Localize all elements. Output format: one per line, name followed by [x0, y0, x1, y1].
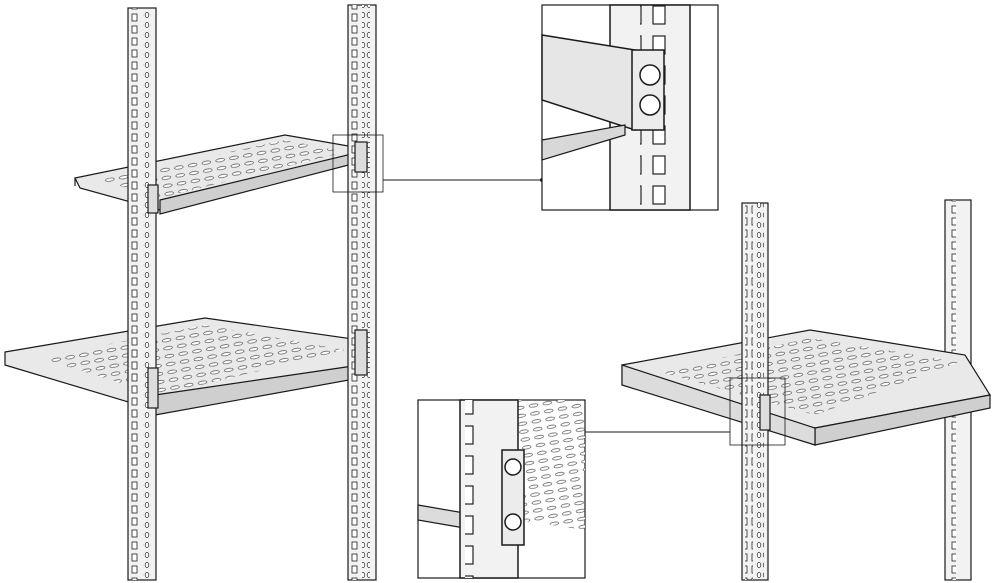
lower-shelf — [4, 317, 361, 416]
left-rail-rear — [347, 4, 377, 581]
screw — [504, 458, 522, 476]
left-rack — [4, 4, 384, 581]
detail-callout-top — [383, 4, 719, 211]
right-rack — [621, 199, 991, 581]
detail-callout-bottom — [417, 399, 730, 579]
screw — [639, 94, 661, 116]
bracket — [354, 141, 368, 173]
upper-shelf — [74, 134, 361, 215]
bracket — [354, 329, 368, 376]
detail-marker — [332, 134, 384, 193]
screw — [639, 64, 661, 86]
screw — [504, 513, 522, 531]
bracket — [147, 184, 159, 214]
left-rail-front — [127, 7, 157, 581]
front-rail — [741, 202, 769, 581]
bracket — [147, 367, 159, 409]
bracket — [759, 394, 771, 431]
pull-out-shelf — [621, 329, 991, 446]
detail-marker — [729, 377, 786, 446]
